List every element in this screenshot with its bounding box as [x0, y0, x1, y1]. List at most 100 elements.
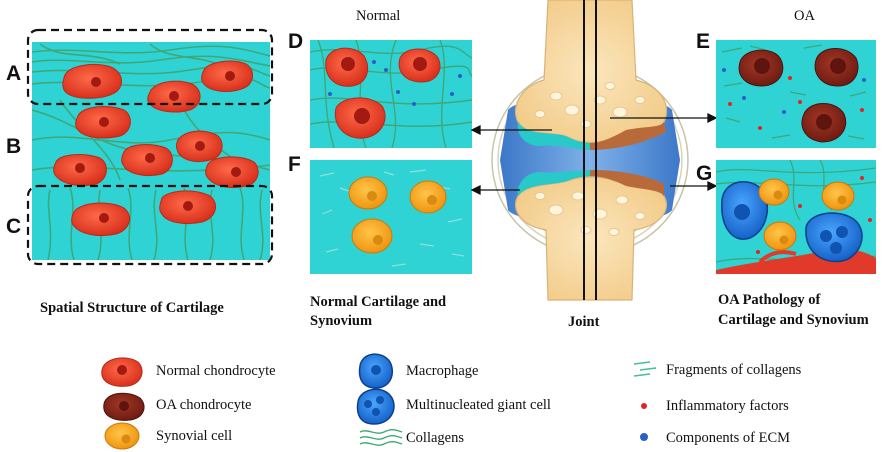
- synovial-nucleus: [773, 190, 783, 200]
- nucleus-icon-part: [119, 401, 129, 411]
- legend-label: Synovial cell: [156, 428, 232, 444]
- femur-bone: [514, 0, 668, 144]
- zone-a-frame: [26, 28, 274, 106]
- chondrocyte-nucleus: [816, 114, 832, 130]
- panel-letter-b: B: [6, 135, 21, 158]
- nucleus-icon-part: [372, 408, 380, 416]
- normal-cartilage-layer: [517, 122, 590, 150]
- legend-label: Multinucleated giant cell: [406, 397, 551, 413]
- panel-f-background: [310, 160, 472, 274]
- legend-item: Normal chondrocyte: [101, 357, 276, 387]
- synovial-cell: [758, 178, 790, 206]
- chondrocyte-nucleus: [99, 213, 109, 223]
- panel-letter-c: C: [6, 215, 21, 238]
- panel-letter-g: G: [696, 162, 712, 185]
- ecm-components: [722, 68, 866, 114]
- chondrocyte-nucleus: [341, 57, 355, 71]
- legend-item: Inflammatory factors: [641, 398, 789, 414]
- blood-vessel-branch: [758, 250, 797, 264]
- legend-label: Collagens: [406, 430, 464, 446]
- chondrocyte-nucleus: [169, 91, 179, 101]
- chondrocyte-nucleus: [91, 77, 101, 87]
- chondrocyte-nucleus: [183, 201, 193, 211]
- nucleus-icon-part: [121, 434, 131, 444]
- legend-item: OA chondrocyte: [103, 392, 251, 421]
- nucleus-icon-part: [364, 400, 372, 408]
- synovial-cell: [763, 221, 797, 251]
- legend-label: Normal chondrocyte: [156, 363, 276, 379]
- panel-g-oa-synovium: G OA Pathology of Cartilage and Synovium: [696, 160, 876, 328]
- macrophage-nucleus: [734, 204, 750, 220]
- nucleus-icon-part: [117, 365, 127, 375]
- caption-oa-line2: Cartilage and Synovium: [718, 312, 869, 328]
- synovial-cell: [821, 181, 855, 211]
- legend-label: Components of ECM: [666, 430, 790, 446]
- panel-letter-f: F: [288, 153, 301, 176]
- chondrocyte-nucleus: [99, 117, 109, 127]
- inflammatory-factors: [728, 76, 864, 130]
- nucleus-icon-part: [371, 365, 381, 375]
- legend-label: Fragments of collagens: [666, 362, 802, 378]
- knee-joint-illustration: Joint: [491, 0, 689, 330]
- legend-item: Components of ECM: [640, 430, 790, 446]
- panel-letter-e: E: [696, 30, 710, 53]
- giant-cell-nucleus: [820, 230, 832, 242]
- chondrocyte-nucleus: [75, 163, 85, 173]
- legend-label: OA chondrocyte: [156, 397, 251, 413]
- synovial-nucleus: [427, 195, 437, 205]
- legend: Normal chondrocyte OA chondrocyte Synovi…: [101, 353, 802, 450]
- collagen-fragment-icon: [633, 361, 657, 377]
- caption-normal-line2: Synovium: [310, 313, 372, 329]
- chondrocyte-nucleus: [195, 141, 205, 151]
- collagen-icon: [359, 429, 403, 446]
- chondrocyte-nucleus: [225, 71, 235, 81]
- trabecular-pattern: [534, 82, 646, 236]
- synovial-nucleus: [367, 191, 377, 201]
- synovial-nucleus: [373, 235, 383, 245]
- chondrocyte-nucleus: [145, 153, 155, 163]
- oa-cartilage-layer: [590, 122, 666, 150]
- spatial-structure-panel: A B C Spatial Structure of Cartilage: [6, 28, 274, 316]
- caption-normal-line1: Normal Cartilage and: [310, 294, 446, 310]
- synovial-nucleus: [779, 235, 789, 245]
- panel-e-oa-cartilage: OA E: [696, 8, 876, 148]
- chondrocyte-nucleus: [231, 167, 241, 177]
- legend-item: Synovial cell: [104, 422, 232, 450]
- multinucleated-giant-cell: [805, 212, 863, 263]
- legend-item: Macrophage: [358, 353, 478, 389]
- panel-d-normal-cartilage: Normal D: [288, 8, 472, 148]
- ecm-components: [328, 60, 462, 106]
- chondrocyte-nucleus: [413, 57, 427, 71]
- inflammatory-factor-icon: [641, 403, 647, 409]
- giant-cell-nucleus: [836, 226, 848, 238]
- caption-oa-line1: OA Pathology of: [718, 292, 820, 308]
- caption-joint: Joint: [568, 314, 600, 330]
- inflammatory-factors: [756, 176, 872, 254]
- zone-c-frame: [26, 184, 274, 266]
- giant-cell-icon: [356, 388, 395, 425]
- legend-item: Fragments of collagens: [633, 361, 802, 378]
- synovial-cell-icon: [104, 422, 140, 450]
- connector-arrows: [470, 112, 718, 196]
- legend-label: Inflammatory factors: [666, 398, 789, 414]
- normal-cartilage-layer: [517, 170, 590, 196]
- header-oa: OA: [794, 8, 815, 24]
- chondrocyte-nucleus: [754, 58, 770, 74]
- panel-letter-a: A: [6, 62, 21, 85]
- panel-f-normal-synovium: F Normal Cartilage and Synovium: [288, 153, 472, 329]
- legend-item: Collagens: [359, 429, 464, 446]
- panel-letter-d: D: [288, 30, 303, 53]
- synovial-nucleus: [837, 195, 847, 205]
- ecm-component-icon: [640, 433, 648, 441]
- caption-spatial-structure: Spatial Structure of Cartilage: [40, 300, 224, 316]
- legend-item: Multinucleated giant cell: [356, 388, 551, 425]
- synovial-cell: [351, 218, 393, 254]
- chondrocyte-nucleus: [830, 58, 846, 74]
- legend-label: Macrophage: [406, 363, 478, 379]
- giant-cell-nucleus: [830, 242, 842, 254]
- header-normal: Normal: [356, 8, 400, 24]
- oa-cartilage-layer: [590, 170, 664, 196]
- nucleus-icon-part: [376, 396, 384, 404]
- chondrocyte-nucleus: [354, 108, 370, 124]
